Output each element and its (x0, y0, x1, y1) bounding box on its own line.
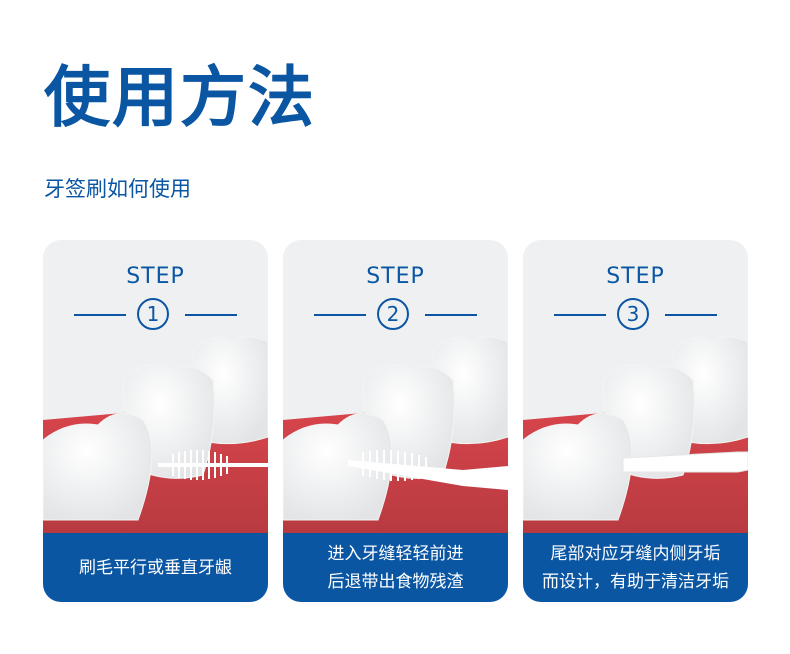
teeth-pick-illustration (523, 336, 748, 535)
step-caption: 进入牙缝轻轻前进 后退带出食物残渣 (283, 533, 508, 602)
caption-line: 进入牙缝轻轻前进 (327, 543, 464, 564)
step-header: STEP 2 (283, 240, 508, 340)
step-number-badge: 1 (137, 298, 169, 330)
divider-line (665, 314, 717, 316)
teeth-brush-illustration (283, 336, 508, 535)
caption-line: 而设计，有助于清洁牙垢 (542, 571, 729, 592)
page-subtitle: 牙签刷如何使用 (44, 177, 191, 201)
divider-line (185, 314, 237, 316)
step-header: STEP 1 (43, 240, 268, 340)
step-card-1: STEP 1 刷毛平行或垂直牙龈 (43, 240, 268, 602)
page-title: 使用方法 (44, 59, 316, 136)
step-number-badge: 2 (377, 298, 409, 330)
step-label: STEP (126, 264, 185, 289)
step-card-3: STEP 3 尾部对应牙缝内侧牙垢 而设计，有助于清洁牙垢 (523, 240, 748, 602)
teeth-brush-illustration (43, 336, 268, 535)
step-caption: 刷毛平行或垂直牙龈 (43, 533, 268, 602)
step-label: STEP (606, 264, 665, 289)
step-number-badge: 3 (617, 298, 649, 330)
caption-line: 刷毛平行或垂直牙龈 (79, 557, 232, 578)
divider-line (314, 314, 366, 316)
step-header: STEP 3 (523, 240, 748, 340)
divider-line (554, 314, 606, 316)
caption-line: 尾部对应牙缝内侧牙垢 (550, 543, 721, 564)
step-card-2: STEP 2 进入牙缝轻轻前进 后退带出食物残渣 (283, 240, 508, 602)
step-caption: 尾部对应牙缝内侧牙垢 而设计，有助于清洁牙垢 (523, 533, 748, 602)
divider-line (74, 314, 126, 316)
step-label: STEP (366, 264, 425, 289)
divider-line (425, 314, 477, 316)
caption-line: 后退带出食物残渣 (327, 571, 464, 592)
